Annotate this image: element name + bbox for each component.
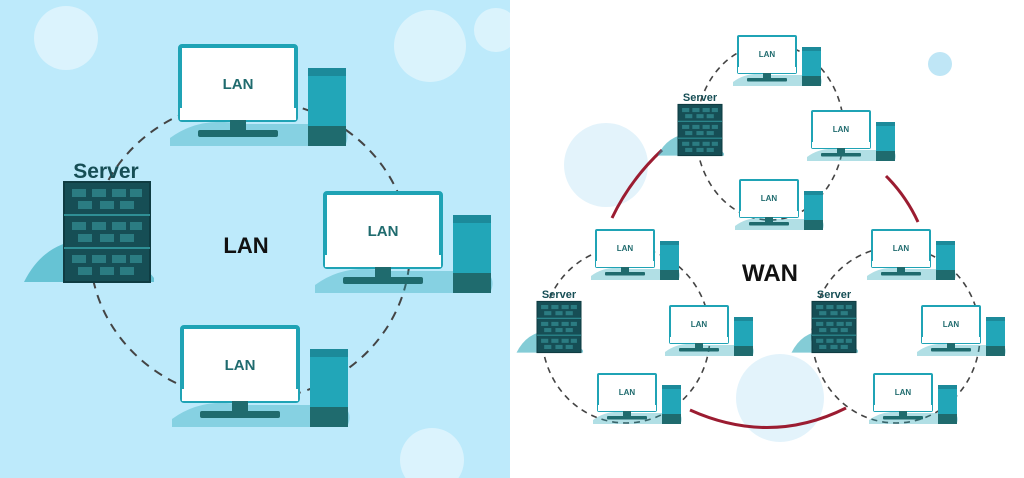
lan-computer-label: LAN [368, 223, 399, 240]
wan-computer-label: LAN [691, 320, 708, 329]
wan-computer-label: LAN [833, 125, 850, 134]
lan-title: LAN [223, 233, 268, 258]
lan-computer-label: LAN [225, 357, 256, 374]
wan-server-label: Server [683, 92, 718, 104]
wan-link-right [884, 174, 920, 223]
wan-computer-label: LAN [619, 388, 636, 397]
wan-computer: LAN [734, 179, 825, 231]
wan-computer: LAN [590, 229, 681, 281]
wan-link-left [610, 148, 664, 219]
wan-computer: LAN [866, 229, 957, 281]
wan-computer: LAN [916, 305, 1007, 357]
wan-server: Server [791, 289, 859, 354]
wan-link-bottom [689, 406, 847, 429]
lan-decorative-circles [34, 6, 518, 478]
lan-computer-right: LAN [313, 191, 495, 295]
lan-server: Server [23, 160, 155, 283]
lan-computer-bottom: LAN [170, 325, 352, 429]
lan-computer-top: LAN [168, 44, 350, 148]
wan-cluster-top: Server LAN LAN LAN [657, 35, 897, 231]
wan-title: WAN [742, 260, 798, 287]
wan-server: Server [516, 289, 584, 354]
wan-computer-label: LAN [761, 194, 778, 203]
wan-server-label: Server [817, 289, 852, 301]
wan-links [610, 148, 920, 429]
wan-cluster-right: Server LAN LAN LAN [791, 229, 1007, 425]
wan-computer-label: LAN [893, 244, 910, 253]
wan-server: Server [657, 92, 725, 157]
wan-computer: LAN [592, 373, 683, 425]
wan-computer: LAN [732, 35, 823, 87]
wan-computer: LAN [664, 305, 755, 357]
wan-computer-label: LAN [895, 388, 912, 397]
wan-cluster-left: Server LAN LAN LAN [516, 229, 755, 425]
lan-server-label: Server [73, 160, 138, 183]
wan-computer: LAN [806, 110, 897, 162]
wan-computer-label: LAN [617, 244, 634, 253]
wan-computer-label: LAN [943, 320, 960, 329]
wan-computer: LAN [868, 373, 959, 425]
wan-decorative-circles [564, 52, 952, 442]
wan-server-label: Server [542, 289, 577, 301]
lan-computer-label: LAN [223, 76, 254, 93]
wan-computer-label: LAN [759, 50, 776, 59]
